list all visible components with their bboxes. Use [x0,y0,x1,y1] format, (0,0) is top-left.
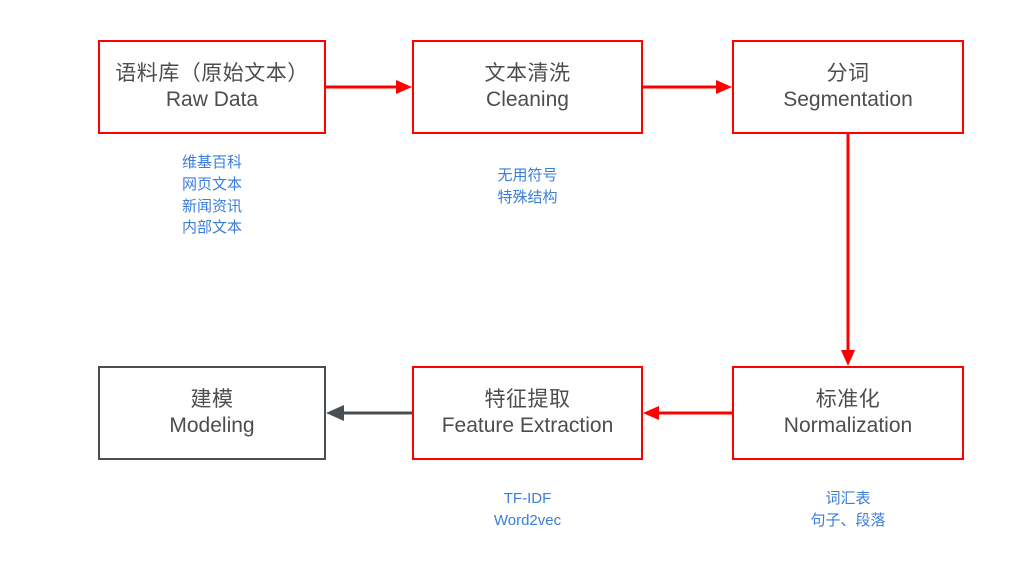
node-segmentation[interactable]: 分词 Segmentation [732,40,964,134]
node-normalization[interactable]: 标准化 Normalization [732,366,964,460]
node-cleaning[interactable]: 文本清洗 Cleaning [412,40,643,134]
node-modeling-en: Modeling [169,414,255,437]
caption-raw-data-line-3: 新闻资讯 [181,197,242,215]
caption-raw-data-line-2: 网页文本 [181,175,242,193]
node-modeling-cn: 建模 [190,387,234,411]
arrow-cleaning-to-segmentation [643,80,732,94]
caption-normalization: 词汇表 句子、段落 [732,488,964,532]
node-feature-extraction-cn: 特征提取 [484,387,571,411]
caption-normalization-line-2: 句子、段落 [810,511,886,529]
node-raw-data[interactable]: 语料库（原始文本） Raw Data [98,40,326,134]
node-segmentation-en: Segmentation [783,88,913,111]
node-modeling[interactable]: 建模 Modeling [98,366,326,460]
node-feature-extraction[interactable]: 特征提取 Feature Extraction [412,366,643,460]
node-cleaning-cn: 文本清洗 [484,61,571,85]
caption-feature-extraction-line-2: Word2vec [493,511,562,529]
caption-cleaning-line-2: 特殊结构 [497,188,558,206]
arrow-segmentation-to-normalization [841,134,855,366]
caption-cleaning-line-1: 无用符号 [497,167,558,184]
node-raw-data-en: Raw Data [165,88,259,111]
caption-feature-extraction-line-1: TF-IDF [503,490,552,507]
caption-raw-data-line-1: 维基百科 [181,154,242,171]
node-cleaning-en: Cleaning [486,88,569,111]
node-normalization-cn: 标准化 [815,387,881,411]
arrow-raw-to-cleaning [326,80,412,94]
caption-raw-data: 维基百科 网页文本 新闻资讯 内部文本 [98,152,326,239]
arrow-feature-to-modeling [326,405,412,421]
arrow-normalization-to-feature [643,406,732,420]
node-raw-data-cn: 语料库（原始文本） [115,61,309,85]
caption-feature-extraction: TF-IDF Word2vec [412,488,643,532]
node-normalization-en: Normalization [783,414,913,437]
caption-raw-data-line-4: 内部文本 [181,219,242,237]
caption-cleaning: 无用符号 特殊结构 [412,165,643,209]
node-feature-extraction-en: Feature Extraction [441,414,614,437]
node-segmentation-cn: 分词 [826,61,870,85]
caption-normalization-line-1: 词汇表 [825,490,871,507]
